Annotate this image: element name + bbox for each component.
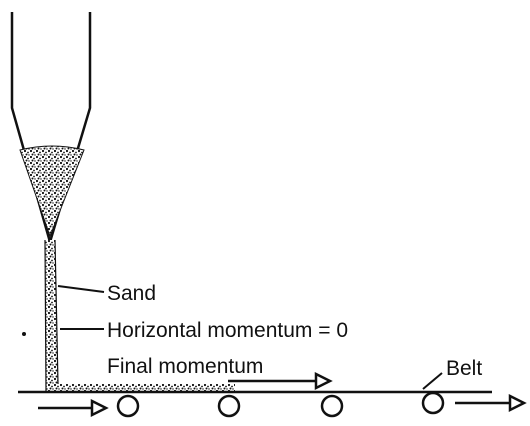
conveyor-belt: [18, 390, 492, 418]
belt-leader: [422, 372, 443, 390]
arrow-incoming: [38, 398, 109, 418]
belt-roller: [116, 394, 140, 418]
sand-stream: [44, 239, 235, 393]
sand-label: Sand: [107, 282, 156, 305]
horizontal-momentum-label: Horizontal momentum = 0: [107, 319, 348, 342]
stray-dot: [22, 332, 26, 336]
belt-roller: [320, 394, 344, 418]
arrow-final-momentum: [228, 371, 333, 391]
hopper-sand: [19, 145, 85, 238]
hopper: [10, 12, 92, 247]
sand-leader: [57, 285, 105, 293]
belt-label: Belt: [446, 357, 482, 380]
belt-roller: [217, 394, 241, 418]
final-momentum-label: Final momentum: [107, 355, 263, 378]
arrow-outgoing: [455, 393, 527, 413]
belt-roller: [421, 391, 445, 415]
